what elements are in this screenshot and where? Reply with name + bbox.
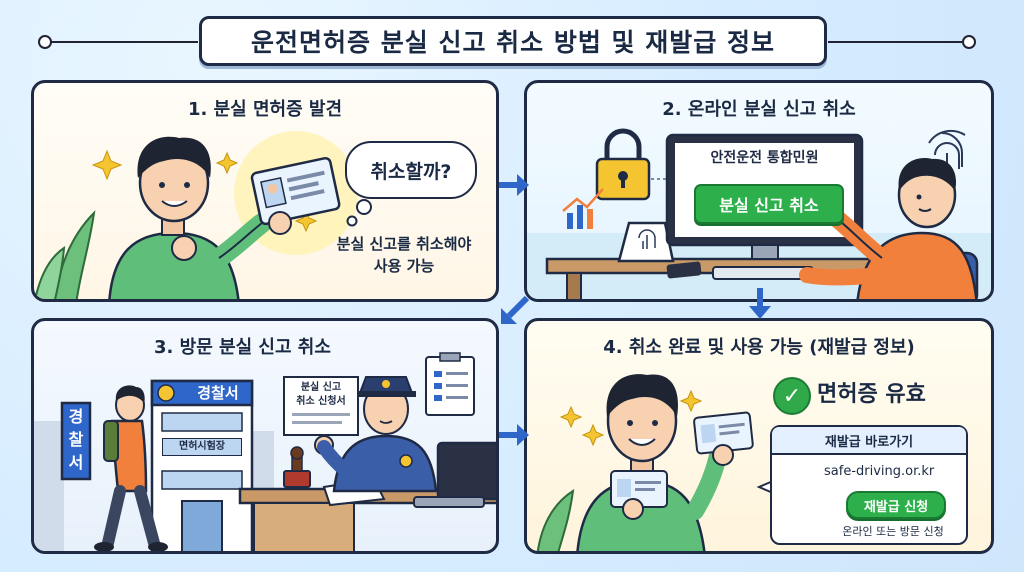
police-badge-icon [157, 384, 175, 402]
sparkle-icon [215, 151, 239, 175]
step-1-heading: 1. 분실 면허증 발견 [187, 99, 343, 120]
thought-text: 취소할까? [370, 160, 452, 183]
walking-person-icon [94, 385, 168, 551]
step-3-heading: 3. 방문 분실 신고 취소 [154, 337, 331, 358]
vertical-sign-icon [60, 401, 92, 481]
reissue-card: 재발급 바로가기 safe-driving.or.kr 재발급 신청 온라인 또… [770, 425, 968, 545]
keyboard-icon [712, 266, 814, 280]
step-2-heading: 2. 온라인 분실 신고 취소 [662, 99, 856, 120]
license-card-icon [250, 156, 341, 226]
check-icon: ✓ [773, 377, 811, 415]
form-title: 분실 신고 취소 신청서 [284, 381, 358, 409]
sparkle-icon [581, 423, 605, 447]
arrow-down-icon [749, 288, 771, 319]
lock-icon [595, 128, 651, 201]
growth-chart-icon [562, 188, 604, 229]
step-3-illustration [34, 352, 496, 551]
page-title-text: 운전면허증 분실 신고 취소 방법 및 재발급 정보 [251, 28, 775, 57]
reissue-note: 온라인 또는 방문 신청 [842, 525, 944, 538]
step-1-panel: 1. 분실 면허증 발견 [31, 80, 499, 302]
plant-leaf-icon [34, 246, 66, 299]
arrow-right-icon [499, 174, 529, 196]
clipboard-icon [425, 352, 475, 416]
reissue-apply-button[interactable]: 재발급 신청 [846, 491, 946, 519]
vertical-police-sign: 경찰서 [68, 407, 84, 472]
step-1-note: 분실 신고를 취소해야 사용 가능 [304, 233, 496, 277]
cancel-report-button[interactable]: 분실 신고 취소 [694, 184, 844, 224]
sparkle-icon [559, 405, 583, 429]
police-station-icon [150, 379, 254, 551]
step-1-illustration [34, 131, 372, 299]
step-2-panel: 2. 온라인 분실 신고 취소 [524, 80, 994, 302]
sparkle-icon [91, 149, 123, 181]
license-status: 면허증 유효 [817, 382, 926, 407]
step-3-panel: 3. 방문 분실 신고 취소 [31, 318, 499, 554]
form-icon [283, 376, 359, 436]
office-sign: 면허시험장 [162, 438, 242, 456]
arrow-right-icon-2 [499, 424, 529, 446]
stamp-icon [283, 446, 311, 488]
plant-icon [536, 489, 575, 551]
calendar-fingerprint-icon [617, 221, 675, 263]
title-deco-line-right [828, 41, 962, 43]
person-body-icon [856, 231, 978, 299]
sparkle-icon [294, 209, 318, 233]
sparkle-icon [679, 389, 703, 413]
reissue-card-title: 재발급 바로가기 [772, 427, 966, 455]
police-sign: 경찰서 [197, 384, 239, 402]
computer-icon [413, 441, 496, 508]
page-title: 운전면허증 분실 신고 취소 방법 및 재발급 정보 [199, 16, 827, 66]
title-deco-dot-right [962, 35, 976, 49]
reissue-apply-button-label: 재발급 신청 [863, 499, 929, 515]
step-4-heading: 4. 취소 완료 및 사용 가능 (재발급 정보) [603, 337, 915, 358]
title-deco-line-left [50, 41, 198, 43]
note-line-1: 분실 신고를 취소해야 [336, 235, 472, 253]
arrow-down-left-icon [501, 295, 530, 324]
reissue-url[interactable]: safe-driving.or.kr [824, 464, 935, 479]
person-hair-icon [137, 136, 211, 178]
screen-title: 안전운전 통합민원 [710, 150, 819, 166]
form-title-line-2: 취소 신청서 [296, 396, 346, 407]
phone-icon [666, 261, 702, 279]
note-line-2: 사용 가능 [373, 257, 435, 275]
police-officer-icon [314, 376, 438, 493]
form-title-line-1: 분실 신고 [300, 382, 342, 393]
cancel-report-button-label: 분실 신고 취소 [719, 196, 819, 215]
thought-bubble: 취소할까? [345, 141, 477, 199]
step-4-illustration [536, 374, 957, 551]
